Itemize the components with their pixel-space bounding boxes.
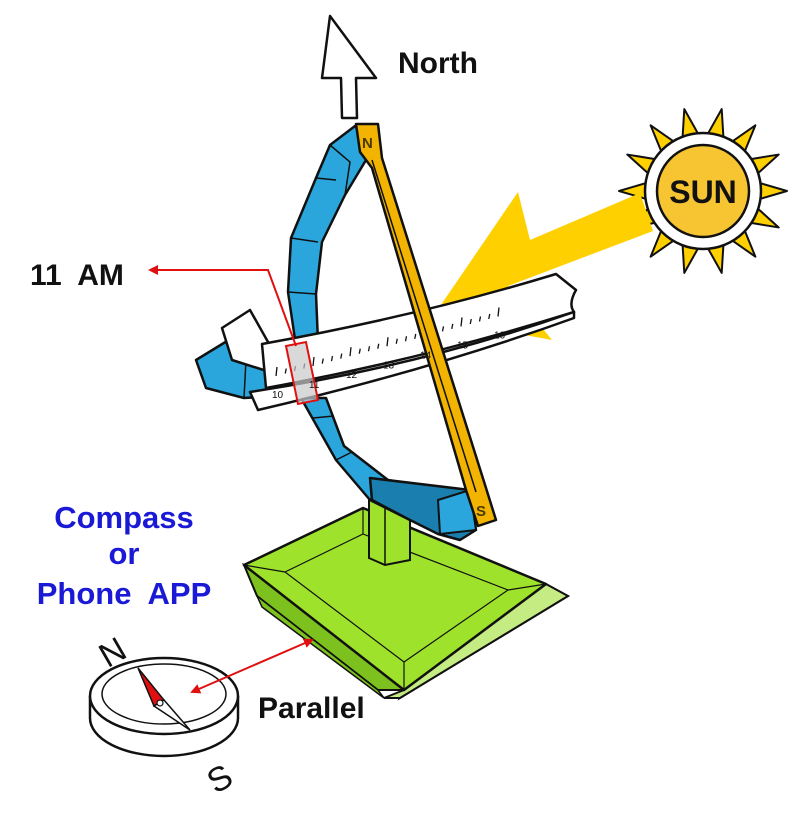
hour-tick <box>340 353 343 359</box>
hour-label-11: 11 <box>309 380 320 391</box>
compass-icon <box>88 656 240 758</box>
hour-tick <box>395 338 398 344</box>
gnomon-south-letter: S <box>476 503 486 520</box>
hour-label-13: 13 <box>383 360 395 371</box>
parallel-label: Parallel <box>258 692 365 725</box>
compass-label-line1: Compass <box>54 500 194 535</box>
compass-s-letter: S <box>201 757 240 801</box>
hour-tick <box>414 333 417 339</box>
hour-label-10: 10 <box>272 390 284 401</box>
north-label: North <box>398 47 478 80</box>
hour-tick <box>386 337 389 347</box>
gnomon-north-letter: N <box>362 135 373 152</box>
hour-tick <box>330 355 334 362</box>
hour-tick <box>488 313 491 320</box>
compass-label-line3: Phone APP <box>37 576 212 611</box>
gnomon-rod: N S <box>354 122 498 528</box>
hour-highlight-11 <box>284 340 320 406</box>
hour-tick <box>284 368 287 374</box>
hour-label-15: 15 <box>457 340 469 351</box>
hour-label-12: 12 <box>346 370 358 381</box>
time-pointer-arrow <box>148 265 297 347</box>
hour-tick <box>469 318 472 325</box>
hour-label-14: 14 <box>420 350 432 361</box>
hour-tick <box>358 348 361 354</box>
hour-tick <box>349 347 352 357</box>
hour-tick <box>377 343 380 349</box>
hour-tick <box>321 358 324 364</box>
hour-tick <box>441 326 445 332</box>
hour-label-16: 16 <box>494 331 506 342</box>
hour-tick <box>312 357 315 367</box>
time-label: 11 AM <box>30 259 124 292</box>
sun-label: SUN <box>669 174 737 210</box>
hour-tick <box>404 336 408 342</box>
north-arrow-icon <box>320 14 378 120</box>
hour-tick <box>497 307 500 317</box>
parallel-double-arrow <box>190 638 314 694</box>
hour-tick <box>478 316 482 322</box>
hour-tick <box>451 323 454 330</box>
hour-tick <box>460 317 463 327</box>
hour-tick <box>367 346 371 352</box>
hour-tick <box>275 366 278 377</box>
compass-label-line2: or <box>109 536 140 571</box>
base-pedestal <box>242 506 571 701</box>
